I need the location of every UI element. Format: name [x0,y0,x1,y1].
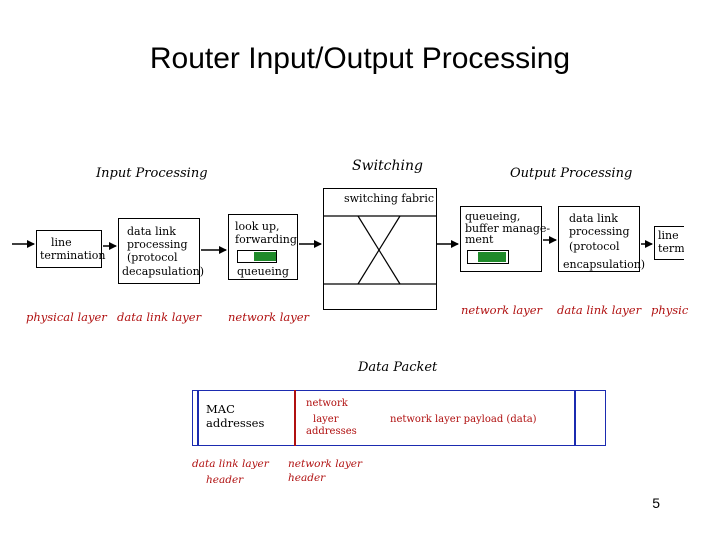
dll-header-label-2: header [206,474,244,486]
input-dll-label-4: decapsulation) [122,265,205,278]
lookup-label-2: forwarding [235,233,297,246]
output-dll-label-3: (protocol [569,240,620,253]
page-title: Router Input/Output Processing [149,42,571,75]
mac-label-2: addresses [206,416,265,430]
input-queue-fill [254,252,276,261]
packet-divider-3 [574,390,576,446]
lookup-label-1: look up, [235,220,280,233]
network-addr-label-2: layer [313,414,339,425]
output-queueing-label-1: queueing, [465,210,521,223]
output-queueing-box: queueing, buffer manage- ment [460,206,550,272]
data-packet-header: Data Packet [358,360,438,375]
output-dll-label-1: data link [569,212,618,225]
data-link-layer-output-label: data link layer [557,303,642,317]
data-packet-frame [192,390,606,446]
line-termination-label-2: termination [40,249,106,262]
output-processing-header: Output Processing [510,166,633,181]
page-number: 5 [652,495,660,511]
input-queueing-label: queueing [237,265,289,278]
switching-fabric-label: switching fabric [344,192,434,205]
output-data-link-box: data link processing (protocol encapsula… [558,206,645,272]
mac-label-1: MAC [206,402,235,416]
switching-header: Switching [352,158,423,174]
line-termination-box: line termination [36,230,106,268]
output-line-term-label-1: line [658,229,679,242]
output-line-term-label-2: term [658,242,684,255]
packet-divider-2 [294,390,296,446]
payload-label: network layer payload (data) [390,414,537,425]
input-queue-buffer [237,250,277,263]
lookup-forwarding-box: look up, forwarding queueing [228,214,298,280]
physical-layer-input-label: physical layer [26,310,107,324]
data-link-layer-input-label: data link layer [117,310,202,324]
network-layer-output-label: network layer [461,303,543,317]
output-queueing-label-3: ment [465,233,494,246]
output-queueing-label-2: buffer manage- [465,222,551,235]
output-dll-label-4: encapsulation) [563,258,646,271]
input-processing-header: Input Processing [96,166,208,181]
network-layer-input-label: network layer [228,310,310,324]
input-dll-label-1: data link [127,225,176,238]
input-dll-label-3: (protocol [127,251,178,264]
physical-layer-output-label: physic [651,303,689,317]
fabric-cross-line-2 [357,215,401,285]
net-header-label-2: header [288,472,326,484]
network-addr-label-3: addresses [306,426,357,437]
input-dll-label-2: processing [127,238,188,251]
output-queue-fill [478,252,506,262]
line-termination-label-1: line [51,236,72,249]
output-dll-label-2: processing [569,225,630,238]
net-header-label-1: network layer [288,458,363,470]
output-line-termination-box: line term [654,226,684,260]
switching-fabric-box: switching fabric [323,188,437,310]
input-data-link-box: data link processing (protocol decapsula… [118,218,204,284]
network-addr-label-1: network [306,398,348,409]
output-queue-buffer [467,250,509,264]
packet-divider-1 [197,390,199,446]
dll-header-label-1: data link layer [192,458,269,470]
